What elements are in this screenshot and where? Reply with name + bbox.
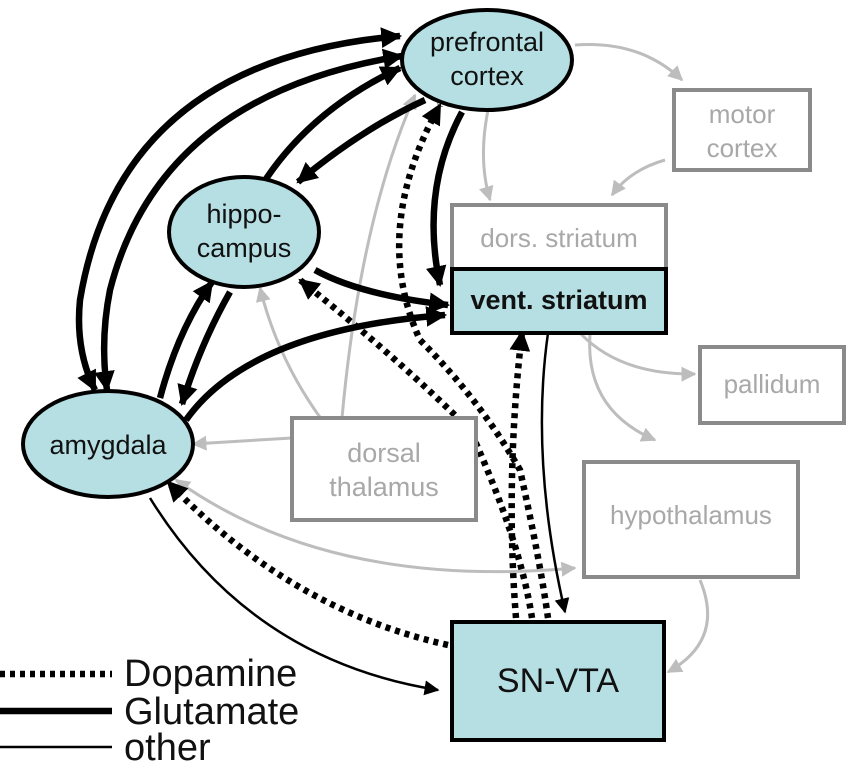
arrow-pfc-to-vent-striatum bbox=[425, 110, 465, 288]
other-connections bbox=[148, 332, 570, 696]
arrow-vent-striatum-to-snvta bbox=[540, 332, 570, 614]
arrow-hypothalamus-to-snvta bbox=[666, 579, 710, 674]
arrow-hippocampus-to-vent-striatum bbox=[313, 267, 451, 314]
legend: Dopamine Glutamate other bbox=[0, 653, 299, 765]
dorsal-thalamus-label-line2: thalamus bbox=[329, 472, 439, 502]
arrow-snvta-to-vent-striatum bbox=[508, 329, 531, 619]
hypothalamus-label: hypothalamus bbox=[610, 500, 772, 530]
motor-cortex-label-line2: cortex bbox=[707, 133, 778, 163]
prefrontal-cortex-label-line1: prefrontal bbox=[430, 27, 544, 57]
vent-striatum-label: vent. striatum bbox=[470, 285, 647, 315]
dors-striatum-node: dors. striatum bbox=[450, 203, 668, 271]
arrow-pfc-to-dors-striatum bbox=[478, 109, 494, 202]
pallidum-label: pallidum bbox=[724, 369, 821, 399]
motor-cortex-node: motor cortex bbox=[672, 88, 812, 172]
dorsal-thalamus-label-line1: dorsal bbox=[347, 438, 421, 468]
legend-glutamate-label: Glutamate bbox=[124, 691, 299, 733]
vent-striatum-node: vent. striatum bbox=[450, 267, 668, 335]
arrow-striatum-to-pallidum bbox=[578, 331, 697, 382]
legend-dopamine-label: Dopamine bbox=[124, 653, 297, 695]
arrow-motor-to-dors-striatum bbox=[610, 158, 666, 197]
arrow-pfc-to-hippocampus bbox=[295, 97, 427, 185]
amygdala-label: amygdala bbox=[49, 430, 167, 460]
hippocampus-node: hippo- campus bbox=[167, 175, 321, 289]
prefrontal-cortex-node: prefrontal cortex bbox=[400, 8, 574, 112]
arrow-hypothalamus-to-amygdala bbox=[174, 478, 577, 577]
dorsal-thalamus-node: dorsal thalamus bbox=[290, 416, 478, 522]
arrow-thalamus-to-amygdala bbox=[191, 435, 293, 451]
arrow-hippocampus-to-amygdala bbox=[177, 290, 233, 406]
arrow-hippocampus-to-pfc bbox=[259, 65, 402, 187]
prefrontal-cortex-label-line2: cortex bbox=[450, 61, 524, 91]
legend-other-label: other bbox=[124, 727, 211, 765]
hypothalamus-node: hypothalamus bbox=[582, 460, 800, 579]
dors-striatum-label: dors. striatum bbox=[480, 223, 638, 253]
arrow-pfc-amygdala-inner bbox=[94, 48, 405, 393]
arrow-amygdala-to-vent-striatum bbox=[183, 306, 448, 422]
glutamate-connections bbox=[75, 27, 465, 422]
arrow-snvta-to-hippocampus bbox=[297, 277, 536, 619]
dopamine-connections bbox=[165, 103, 552, 649]
arrow-amygdala-to-hippocampus bbox=[156, 280, 215, 399]
sn-vta-node: SN-VTA bbox=[450, 620, 666, 742]
arrow-snvta-to-amygdala bbox=[165, 479, 449, 649]
arrow-pfc-to-motor bbox=[574, 42, 684, 82]
hippocampus-label-line2: campus bbox=[197, 233, 292, 263]
amygdala-node: amygdala bbox=[21, 389, 195, 499]
arrow-amygdala-to-snvta bbox=[148, 497, 440, 696]
sn-vta-label: SN-VTA bbox=[497, 662, 619, 700]
pallidum-node: pallidum bbox=[698, 345, 846, 425]
arrow-striatum-to-hypothalamus bbox=[588, 334, 657, 442]
motor-cortex-label-line1: motor bbox=[709, 99, 776, 129]
arrow-snvta-to-pfc bbox=[395, 103, 552, 619]
hippocampus-label-line1: hippo- bbox=[206, 199, 281, 229]
